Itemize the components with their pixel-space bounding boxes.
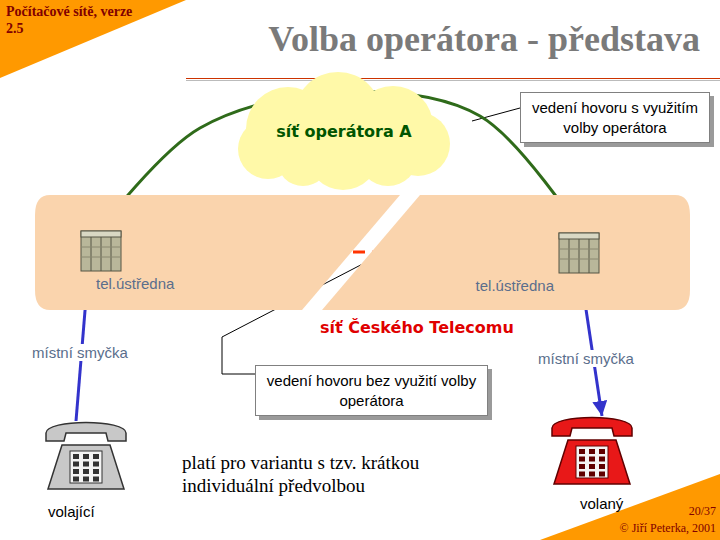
- corner-triangle: [0, 0, 186, 78]
- telephone-icon: [38, 415, 134, 495]
- exchange-icon: [558, 232, 600, 274]
- exchange-icon: [80, 230, 122, 272]
- course-label: Počítačové sítě, verze 2.5: [6, 4, 136, 38]
- exchange: tel.ústředna: [460, 232, 600, 294]
- edge-label: místní smyčka: [536, 350, 636, 367]
- header-rule: [186, 78, 720, 79]
- node-text: volající: [48, 503, 95, 520]
- node-text: tel.ústředna: [476, 277, 554, 294]
- telephone-icon: [544, 410, 640, 490]
- node-text: síť operátora A: [228, 122, 460, 141]
- exchange: tel.ústředna: [80, 230, 220, 292]
- caller-phone: volající: [34, 415, 138, 523]
- node-text: vedení hovoru s využitím volby operátora: [529, 98, 701, 137]
- header-rule-shadow: [186, 80, 720, 81]
- node-text: síť Českého Telecomu: [320, 318, 514, 337]
- operator-cloud: síť operátora A: [228, 74, 460, 184]
- node-text: volaný: [580, 495, 623, 512]
- note-text: platí pro variantu s tzv. krátkou indivi…: [182, 452, 512, 498]
- copyright: © Jiří Peterka, 2001: [575, 521, 716, 535]
- page-number: 20/37: [660, 504, 716, 518]
- telecom-network-band: tel.ústředna tel.ústředna síť Českého Tele…: [30, 190, 695, 345]
- callout-box: vedení hovoru s využitím volby operátora: [520, 92, 710, 143]
- slide-title: Volba operátora - představa: [268, 18, 700, 60]
- node-text: vedení hovoru bez využití volby operátor…: [264, 371, 479, 410]
- callout-box: vedení hovoru bez využití volby operátor…: [255, 365, 488, 416]
- called-phone: volaný: [540, 382, 645, 516]
- edge-label: místní smyčka: [30, 344, 130, 361]
- node-text: tel.ústředna: [96, 275, 174, 292]
